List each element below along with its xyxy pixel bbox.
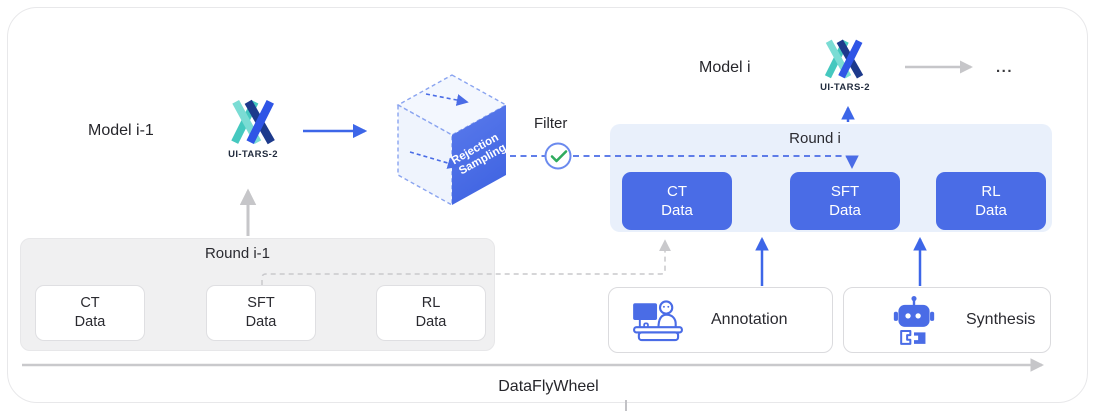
logo-caption-prev: UI-TARS-2 <box>228 149 278 160</box>
box-label-line: Data <box>975 202 1007 219</box>
round-i-title: Round i <box>789 130 841 147</box>
annotation-label: Annotation <box>711 311 788 328</box>
logo-stroke <box>246 99 274 145</box>
box-label-line: SFT <box>830 183 860 200</box>
round-i-sft-data-box: SFT Data <box>790 172 900 230</box>
round-i-ct-data-box: CT Data <box>622 172 732 230</box>
box-label-line: CT <box>667 183 687 200</box>
ui-tars-logo-prev <box>231 99 275 145</box>
logo-caption-next: UI-TARS-2 <box>820 82 870 93</box>
round-prev-sft-data-box: SFT Data <box>206 285 316 341</box>
annotation-box: Annotation <box>608 287 833 353</box>
annotator-desk-icon <box>633 300 683 342</box>
model-next-label: Model i <box>699 59 751 76</box>
round-prev-ct-data-box: CT Data <box>35 285 145 341</box>
box-label-line: Data <box>415 314 447 330</box>
box-label-line: SFT <box>247 295 275 311</box>
box-label-line: Data <box>245 314 277 330</box>
robot-icon <box>893 295 935 345</box>
continuation-ellipsis: ... <box>996 59 1014 76</box>
round-i-rl-data-box: RL Data <box>936 172 1046 230</box>
dataflywheel-label: DataFlyWheel <box>498 378 599 395</box>
box-label-line: Data <box>661 202 693 219</box>
box-label-line: CT <box>80 295 100 311</box>
box-label-line: RL <box>421 295 441 311</box>
synthesis-box: Synthesis <box>843 287 1051 353</box>
round-i-minus-1-title: Round i-1 <box>204 245 271 262</box>
box-label-line: Data <box>74 314 106 330</box>
ui-tars-logo-next <box>824 39 864 79</box>
logo-stroke <box>838 39 863 79</box>
model-prev-label: Model i-1 <box>88 122 154 139</box>
round-prev-rl-data-box: RL Data <box>376 285 486 341</box>
box-label-line: Data <box>829 202 861 219</box>
box-label-line: RL <box>981 183 1001 200</box>
synthesis-label: Synthesis <box>966 311 1036 328</box>
text-cursor-tick <box>625 400 627 411</box>
filter-label: Filter <box>534 115 568 132</box>
